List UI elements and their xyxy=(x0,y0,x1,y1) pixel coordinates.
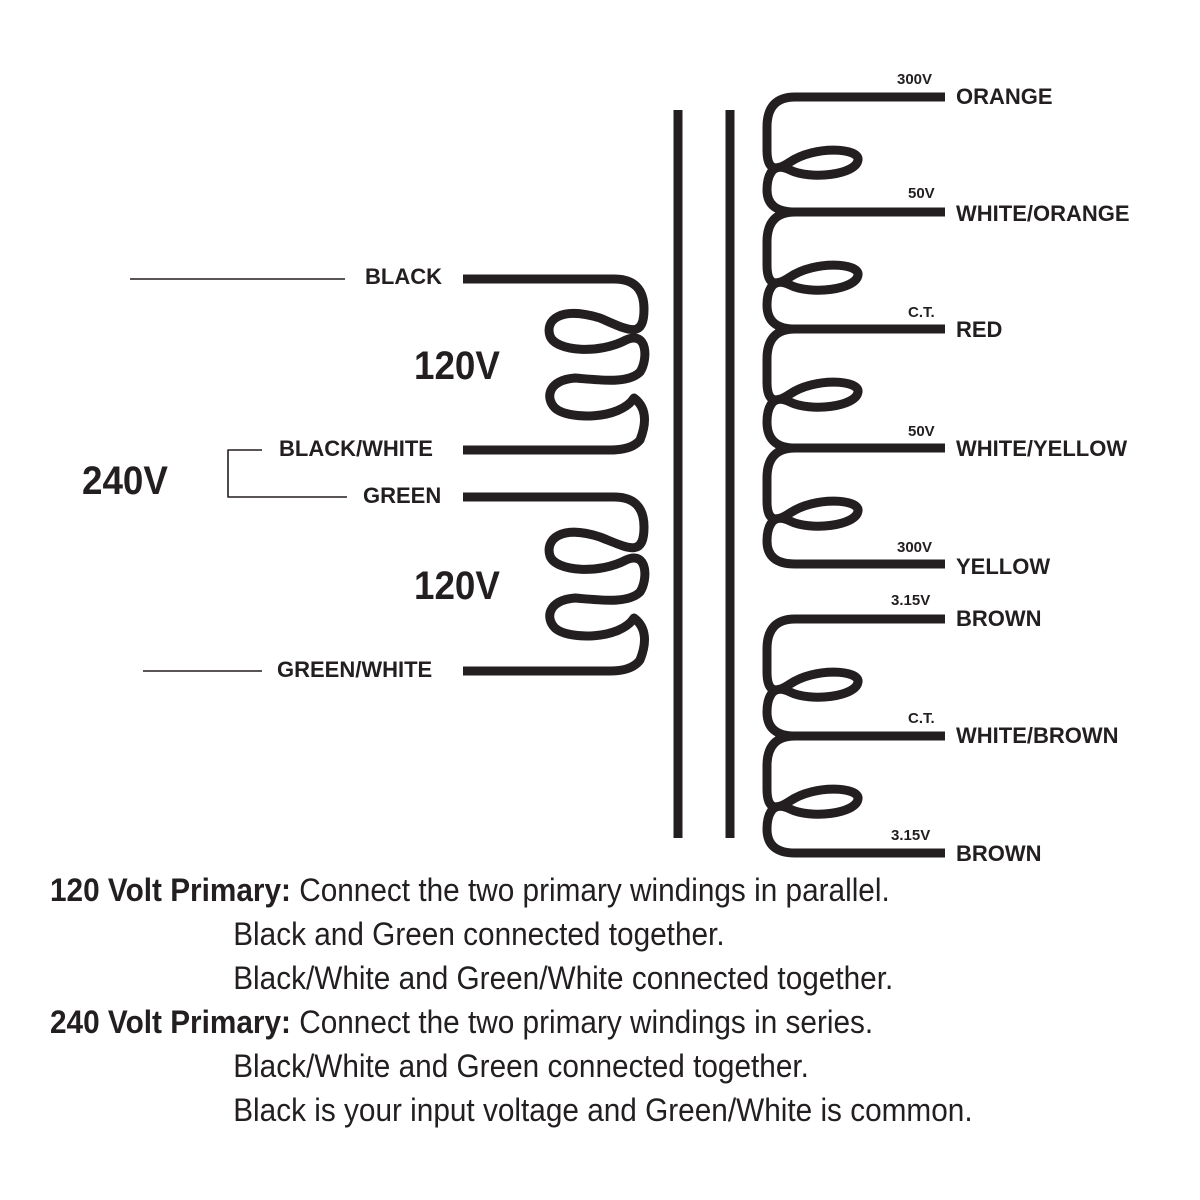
primary-winding-2 xyxy=(463,492,650,676)
lead-label-white-orange: WHITE/ORANGE xyxy=(956,201,1130,226)
note-240v-text: Connect the two primary windings in seri… xyxy=(290,1004,874,1040)
primary-external-lines xyxy=(130,278,347,672)
tap-label-50v-bottom: 50V xyxy=(908,423,935,440)
lead-label-white-yellow: WHITE/YELLOW xyxy=(956,436,1128,461)
lead-label-black: BLACK xyxy=(365,264,442,289)
lead-label-orange: ORANGE xyxy=(956,84,1053,109)
note-240v-line-2: Black is your input voltage and Green/Wh… xyxy=(233,1092,973,1128)
secondary-heater-winding xyxy=(762,614,945,858)
note-120v-line-2: Black/White and Green/White connected to… xyxy=(233,960,894,996)
lead-label-brown-bottom: BROWN xyxy=(956,841,1042,866)
primary-1-voltage: 120V xyxy=(414,344,500,388)
primary-winding-1 xyxy=(463,274,650,455)
note-240v-heading: 240 Volt Primary: xyxy=(50,1004,291,1040)
note-240v-primary: 240 Volt Primary: Connect the two primar… xyxy=(50,1000,973,1044)
note-120v-text: Connect the two primary windings in para… xyxy=(290,872,890,908)
tap-label-3-15v-top: 3.15V xyxy=(891,592,931,609)
lead-label-black-white: BLACK/WHITE xyxy=(279,436,433,461)
lead-label-white-brown: WHITE/BROWN xyxy=(956,723,1119,748)
lead-label-yellow: YELLOW xyxy=(956,554,1051,579)
lead-label-red: RED xyxy=(956,317,1003,342)
note-240v-line-1: Black/White and Green connected together… xyxy=(233,1048,809,1084)
note-120v-heading: 120 Volt Primary: xyxy=(50,872,291,908)
tap-label-3-15v-bottom: 3.15V xyxy=(891,827,931,844)
lead-label-green: GREEN xyxy=(363,483,442,508)
series-voltage-240v: 240V xyxy=(82,459,168,503)
primary-2-voltage: 120V xyxy=(414,564,500,608)
wiring-instructions: 120 Volt Primary: Connect the two primar… xyxy=(50,868,1042,1132)
note-120v-primary: 120 Volt Primary: Connect the two primar… xyxy=(50,868,973,912)
tap-label-ct-hv: C.T. xyxy=(908,304,935,321)
tap-label-50v-top: 50V xyxy=(908,185,935,202)
tap-label-ct-heater: C.T. xyxy=(908,710,935,727)
tap-label-300v-top: 300V xyxy=(897,71,933,88)
note-120v-line-1: Black and Green connected together. xyxy=(233,916,725,952)
secondary-hv-winding xyxy=(762,92,945,569)
lead-label-brown-top: BROWN xyxy=(956,606,1042,631)
lead-label-green-white: GREEN/WHITE xyxy=(277,657,433,682)
tap-label-300v-bottom: 300V xyxy=(897,539,933,556)
